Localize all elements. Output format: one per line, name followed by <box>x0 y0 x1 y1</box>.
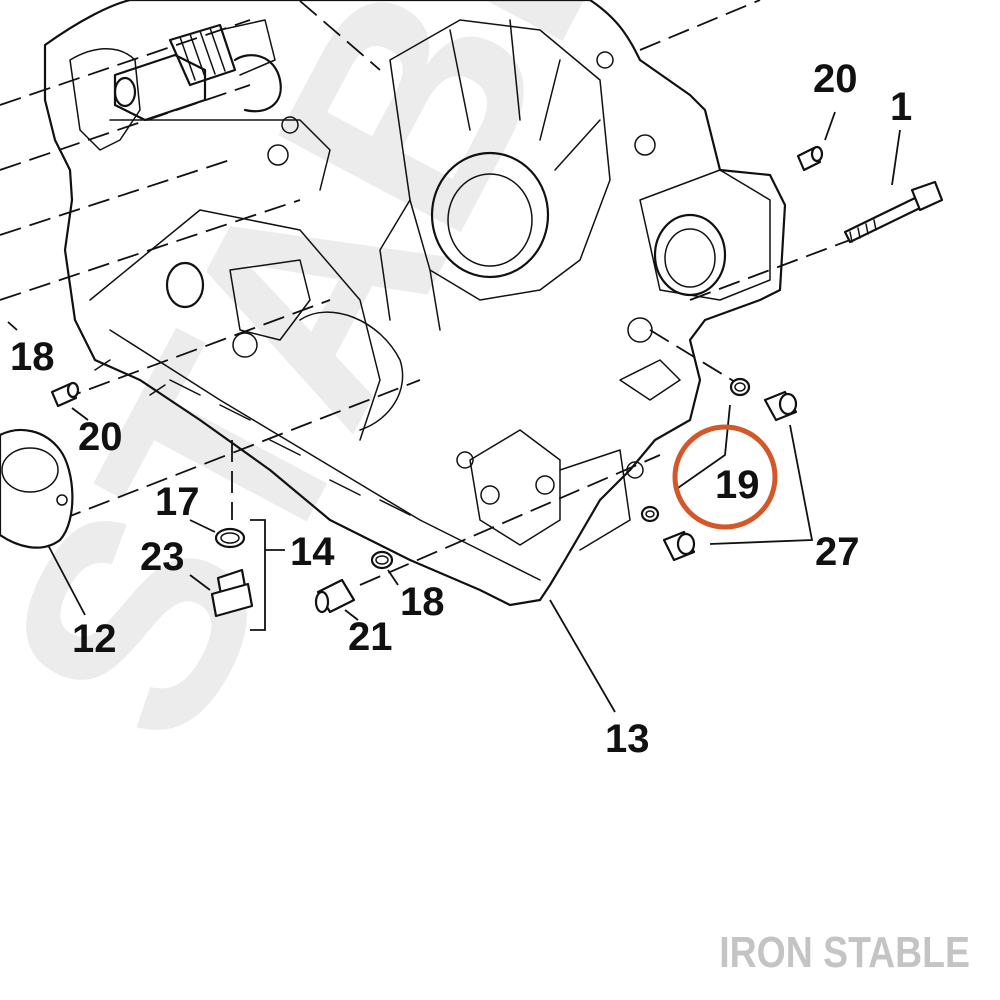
ring-19-upper <box>729 377 751 397</box>
callout-13: 13 <box>605 717 650 761</box>
callout-17: 17 <box>155 480 200 524</box>
callout-18-left: 18 <box>10 335 55 379</box>
leader-lines <box>7 111 901 713</box>
sleeve-21 <box>314 578 356 614</box>
dowel-pin-20-upper <box>796 145 824 172</box>
plug-23 <box>210 568 254 618</box>
dowel-pin-20-left <box>50 381 80 408</box>
callout-23: 23 <box>140 535 185 579</box>
callout-27: 27 <box>815 530 860 574</box>
brand-watermark: IRON STABLE <box>719 928 970 977</box>
callout-21: 21 <box>348 615 393 659</box>
callout-20-left: 20 <box>78 415 123 459</box>
bearing-race-12 <box>0 428 74 549</box>
bushing-27-upper <box>763 390 798 422</box>
callout-labels: 1 20 18 20 19 27 17 23 14 18 21 12 13 <box>10 57 912 761</box>
callout-14: 14 <box>290 530 335 574</box>
o-ring-17 <box>214 527 246 549</box>
callout-19: 19 <box>715 463 760 507</box>
ring-19-lower <box>640 505 660 523</box>
bushing-27-lower <box>662 530 696 562</box>
highlight-circle <box>672 424 778 530</box>
watermark: STABLE <box>0 0 789 790</box>
callout-20-upper: 20 <box>813 57 858 101</box>
bolt-1 <box>843 180 944 244</box>
callout-1: 1 <box>890 85 912 129</box>
callout-18-lower: 18 <box>400 580 445 624</box>
seal-18-lower <box>370 550 394 570</box>
crankcase-13 <box>43 0 787 607</box>
callout-12: 12 <box>72 617 117 661</box>
